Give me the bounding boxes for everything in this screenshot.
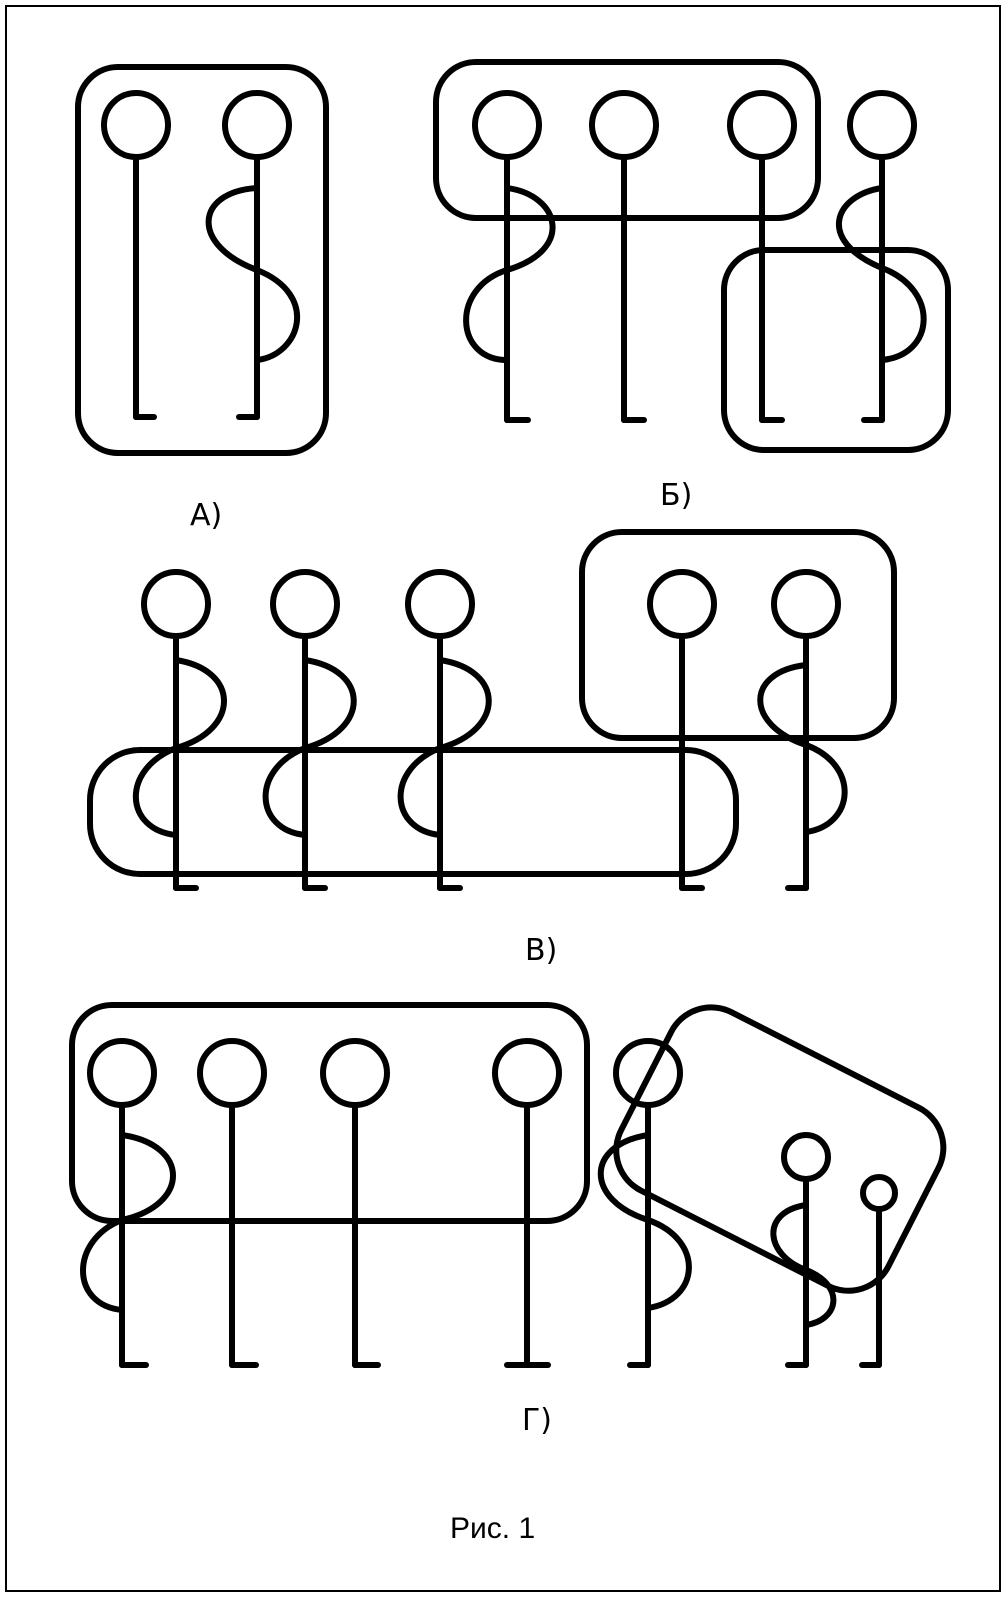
figure-unit — [589, 90, 659, 423]
panel-g: Г) — [69, 1002, 947, 1438]
figure-unit — [101, 90, 171, 420]
figure-unit-with-loop — [205, 90, 300, 420]
panel-v: В) — [87, 529, 897, 968]
panel-label-b: Б) — [660, 478, 692, 513]
figure-unit — [320, 1038, 390, 1368]
group-outline — [69, 1002, 590, 1224]
figure-unit-with-loop — [397, 569, 492, 891]
figure-unit — [197, 1038, 267, 1368]
group-outline — [613, 1004, 947, 1294]
group-outline — [87, 747, 739, 877]
group-outline — [579, 529, 897, 741]
figure-unit — [647, 569, 717, 891]
figure-unit-with-loop — [597, 1038, 692, 1368]
panel-a: А) — [75, 64, 329, 533]
figure-unit-with-loop — [770, 1132, 837, 1368]
panel-label-g: Г) — [522, 1403, 552, 1438]
figure-unit — [859, 1174, 898, 1368]
group-outline — [721, 247, 951, 453]
figure-unit-with-loop — [262, 569, 357, 891]
panel-b: Б) — [433, 59, 951, 513]
figure-border — [5, 5, 1001, 1592]
figure-caption: Рис. 1 — [450, 1512, 535, 1545]
figure-unit — [492, 1038, 562, 1368]
figure-unit-with-loop — [80, 1038, 176, 1368]
figure-unit-with-loop — [836, 90, 927, 423]
group-outline — [75, 64, 329, 456]
figure-unit-with-loop — [463, 90, 556, 423]
panel-label-v: В) — [525, 933, 557, 968]
panel-label-a: А) — [190, 498, 222, 533]
figure-unit — [727, 90, 797, 423]
figure-unit-with-loop — [132, 569, 227, 891]
figure-unit-with-loop — [757, 569, 848, 891]
